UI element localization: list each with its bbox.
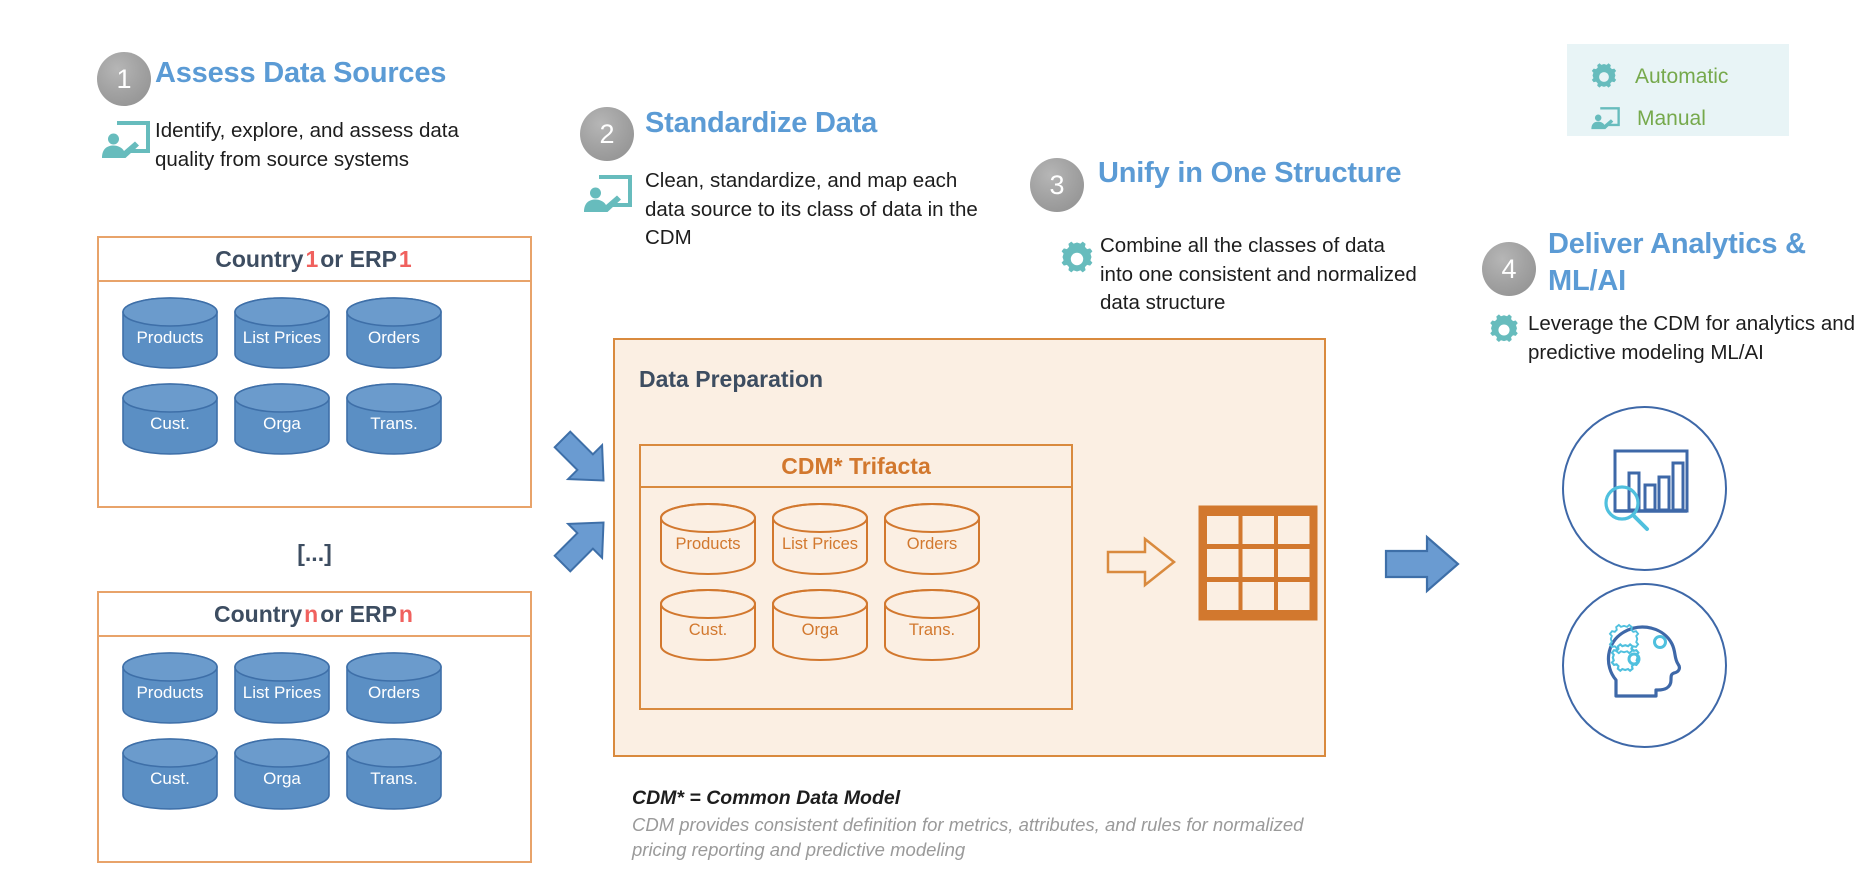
- step-2-title: Standardize Data: [645, 107, 878, 139]
- cylinder-trans: Trans.: [345, 737, 443, 811]
- header-mid: or ERP: [320, 600, 397, 627]
- cylinder-cust: Cust.: [121, 737, 219, 811]
- legend: Automatic Manual: [1567, 44, 1789, 136]
- step-3-body: Combine all the classes of data into one…: [1100, 234, 1417, 314]
- cdm-cylinder-grid: Products List Prices Orders Cust. Orga: [641, 488, 1071, 676]
- header-index: 1: [305, 245, 319, 272]
- step-1-body: Identify, explore, and assess data quali…: [155, 119, 459, 171]
- cylinder-label: Cust.: [150, 768, 190, 788]
- cylinder-label: List Prices: [242, 327, 322, 347]
- arrow-right-blue: [1383, 533, 1461, 600]
- cylinder-label: Trans.: [370, 413, 418, 433]
- cylinder-label: Orders: [906, 534, 958, 553]
- header-prefix: Country: [215, 245, 304, 272]
- cylinder-label: Products: [675, 534, 741, 553]
- gear-icon: [1058, 240, 1096, 278]
- step-2-body: Clean, standardize, and map each data so…: [645, 169, 978, 249]
- legend-label-automatic: Automatic: [1635, 65, 1729, 88]
- cylinder-label: Orga: [263, 768, 301, 788]
- cylinder-grid: Products List Prices Orders Cust. Orga T…: [99, 637, 530, 825]
- legend-item-automatic: Automatic: [1589, 56, 1761, 98]
- cylinder-cust: Cust.: [121, 382, 219, 456]
- cylinder-label: Trans.: [908, 620, 956, 639]
- gear-icon: [1487, 313, 1521, 347]
- cylinder-products: Products: [121, 296, 219, 370]
- cylinder-grid: Products List Prices Orders Cust. Orga T…: [99, 282, 530, 470]
- cylinder-products: Products: [121, 651, 219, 725]
- cylinder-list-prices: List Prices: [233, 651, 331, 725]
- cylinder-label: Cust.: [150, 413, 190, 433]
- step-4-number: 4: [1482, 242, 1536, 296]
- arrow-up-right-blue: [548, 508, 618, 583]
- header-index2: n: [398, 600, 413, 627]
- ai-head-gears-icon: [1562, 583, 1727, 748]
- cylinder-list-prices: List Prices: [771, 502, 869, 576]
- arrow-right-outline-icon: [1105, 534, 1177, 595]
- cdm-title: CDM* Trifacta: [641, 446, 1071, 488]
- manual-icon: [1589, 105, 1621, 133]
- manual-icon: [98, 118, 152, 164]
- manual-icon: [580, 172, 634, 218]
- step-2-number: 2: [580, 107, 634, 161]
- cylinder-label: List Prices: [781, 534, 859, 553]
- cylinder-trans: Trans.: [345, 382, 443, 456]
- cylinder-orders: Orders: [345, 651, 443, 725]
- analytics-chart-search-icon: [1562, 406, 1727, 571]
- cylinder-label: Orders: [368, 682, 420, 702]
- step-1-number: 1: [97, 52, 151, 106]
- cylinder-label: Cust.: [688, 620, 728, 639]
- footnote-title: CDM* = Common Data Model: [632, 787, 901, 809]
- step-4-body: Leverage the CDM for analytics and predi…: [1528, 312, 1856, 364]
- cylinder-orga: Orga: [233, 382, 331, 456]
- cylinder-label: Orders: [368, 327, 420, 347]
- source-box-1: Country 1 or ERP 1 Products List Prices …: [97, 236, 532, 508]
- step-4-title: Deliver Analytics & ML/AI: [1548, 228, 1806, 297]
- cylinder-label: Products: [136, 682, 204, 702]
- arrow-down-right-blue: [548, 425, 618, 500]
- cdm-box: CDM* Trifacta Products List Prices Order…: [639, 444, 1073, 710]
- data-preparation-box: Data Preparation CDM* Trifacta Products …: [613, 338, 1326, 757]
- step-3-title: Unify in One Structure: [1098, 157, 1402, 189]
- cylinder-products: Products: [659, 502, 757, 576]
- header-prefix: Country: [214, 600, 303, 627]
- cylinder-label: Orga: [801, 620, 839, 639]
- legend-label-manual: Manual: [1637, 107, 1706, 130]
- sources-ellipsis: [...]: [297, 540, 332, 566]
- legend-item-manual: Manual: [1589, 98, 1761, 140]
- cylinder-list-prices: List Prices: [233, 296, 331, 370]
- header-mid: or ERP: [320, 245, 397, 272]
- cylinder-label: Products: [136, 327, 204, 347]
- cylinder-orders: Orders: [345, 296, 443, 370]
- cylinder-orga: Orga: [233, 737, 331, 811]
- header-index2: 1: [398, 245, 412, 272]
- header-index: n: [304, 600, 319, 627]
- data-preparation-title: Data Preparation: [639, 366, 824, 392]
- step-1-title: Assess Data Sources: [155, 57, 447, 89]
- step-3-number: 3: [1030, 158, 1084, 212]
- source-box-2: Country n or ERP n Products List Prices …: [97, 591, 532, 863]
- footnote-body: CDM provides consistent definition for m…: [632, 814, 1304, 860]
- table-grid-icon: [1197, 504, 1319, 627]
- cylinder-cust: Cust.: [659, 588, 757, 662]
- gear-icon: [1589, 62, 1619, 92]
- cylinder-trans: Trans.: [883, 588, 981, 662]
- cylinder-orga: Orga: [771, 588, 869, 662]
- cylinder-label: Orga: [263, 413, 301, 433]
- cylinder-label: List Prices: [242, 682, 322, 702]
- source-box-2-header: Country n or ERP n: [99, 593, 530, 637]
- cylinder-orders: Orders: [883, 502, 981, 576]
- cylinder-label: Trans.: [370, 768, 418, 788]
- source-box-1-header: Country 1 or ERP 1: [99, 238, 530, 282]
